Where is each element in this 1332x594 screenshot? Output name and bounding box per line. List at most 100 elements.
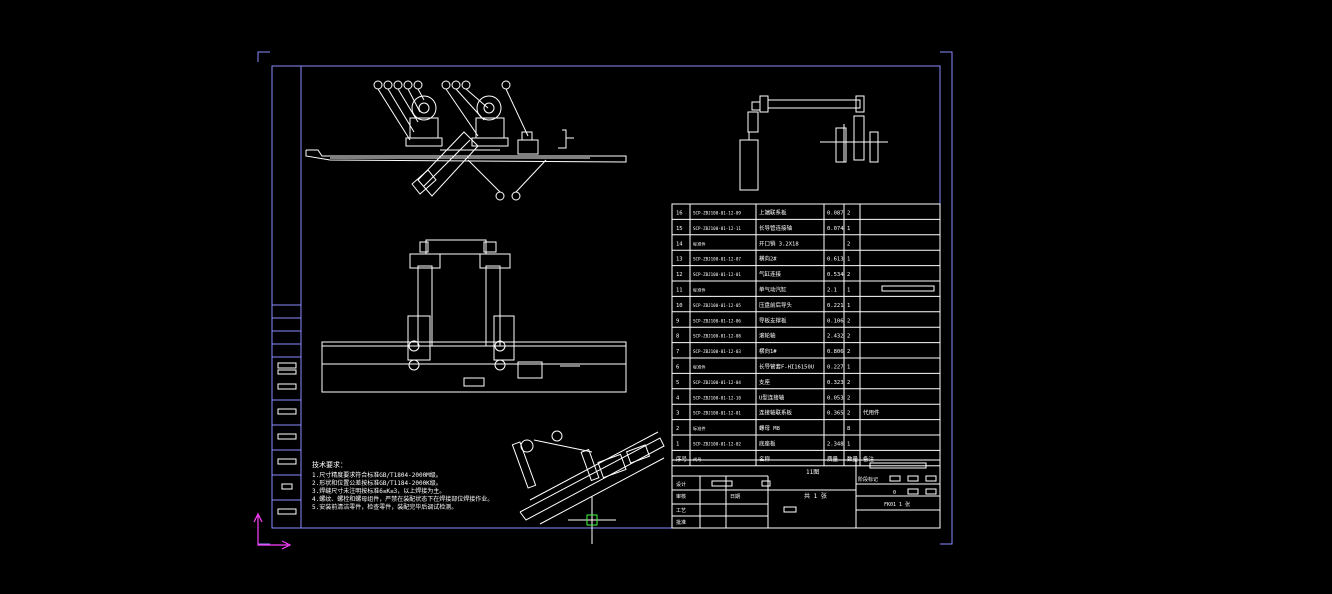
- title-date: 日期: [730, 494, 740, 500]
- bom-cell-no: 14: [676, 241, 683, 247]
- side-view-drawing: [739, 95, 888, 191]
- bom-cell-qty: 0.806: [827, 349, 844, 355]
- bom-cell-name: U型连接轴: [759, 393, 785, 401]
- bom-cell-no: 9: [676, 318, 679, 324]
- title-part-name: 11图: [806, 469, 819, 476]
- bom-cell-name: 螺母 M8: [759, 424, 780, 432]
- notes-line-1: 1.尺寸精度要求符合标准GB/T1804-2000M级。: [312, 471, 442, 479]
- bom-cell-no: 5: [676, 380, 679, 386]
- bom-cell-qty: 2.432: [827, 334, 844, 340]
- bom-cell-name: 导板支撑板: [759, 316, 787, 324]
- bom-cell-qty: 0.074: [827, 226, 844, 232]
- bom-cell-code: 标准件: [693, 425, 706, 432]
- bom-cell-name: 支座: [759, 378, 771, 386]
- bom-header-note: 备注: [863, 455, 875, 463]
- bom-cell-name: 连接轴联系板: [759, 409, 793, 417]
- technical-notes: 技术要求： 1.尺寸精度要求符合标准GB/T1804-2000M级。 2.形状和…: [312, 460, 493, 511]
- bom-cell-qty: 0.087: [827, 210, 844, 216]
- notes-heading: 技术要求：: [312, 460, 347, 469]
- bom-cell-mat: 8: [847, 426, 850, 432]
- bom-cell-code: SCP-ZBJ100-01-12-03: [693, 349, 741, 354]
- bom-cell-mat: 2: [847, 411, 850, 417]
- crosshair-cursor: [568, 496, 616, 544]
- bom-cell-mat: 2: [847, 272, 850, 278]
- bom-cell-code: SCP-ZBJ100-01-12-02: [693, 441, 741, 446]
- bom-header-qty: 质量: [827, 455, 839, 463]
- bom-header-mat: 数量: [847, 455, 859, 463]
- part-balloons-top: [373, 80, 547, 201]
- bom-cell-mat: 2: [847, 210, 850, 216]
- bom-cell-code: SCP-ZBJ100-01-12-01: [693, 272, 741, 277]
- bom-cell-name: 开口销 3.2X18: [759, 239, 799, 247]
- bom-cell-no: 3: [676, 411, 679, 417]
- bom-cell-name: 压盘前后导头: [759, 301, 793, 309]
- bom-cell-code: SCP-ZBJ100-01-12-05: [693, 303, 741, 308]
- bom-cell-mat: 1: [847, 257, 850, 263]
- bom-cell-qty: 0.053: [827, 395, 844, 401]
- bom-cell-mat: 1: [847, 226, 850, 232]
- bom-cell-name: 单气动汽缸: [759, 285, 787, 293]
- bom-cell-mat: 2: [847, 241, 850, 247]
- title-designer: 设计: [676, 481, 686, 488]
- isometric-view-drawing: [511, 430, 665, 525]
- bom-cell-no: 12: [676, 272, 683, 278]
- bom-cell-qty: 0.534: [827, 272, 844, 278]
- bom-cell-qty: 0.613: [827, 257, 844, 263]
- bom-cell-no: 16: [676, 210, 683, 216]
- bom-cell-name: 长导管套F-HI16150U: [759, 362, 814, 370]
- title-stage-label: 阶段标记: [858, 476, 878, 483]
- title-sheet-label: 共 1 张: [804, 492, 827, 500]
- bom-cell-mat: 2: [847, 349, 850, 355]
- bom-header-code: 代号: [693, 456, 701, 463]
- bom-cell-qty: 0.221: [827, 303, 844, 309]
- bom-cell-no: 6: [676, 364, 679, 370]
- bom-cell-code: SCP-ZBJ100-01-12-06: [693, 318, 741, 323]
- bom-cell-code: SCP-ZBJ100-01-12-08: [693, 334, 741, 339]
- bom-cell-name: 上端联系板: [759, 208, 787, 216]
- bom-cell-qty: 0.323: [827, 380, 844, 386]
- bom-cell-name: 长导管连接轴: [759, 224, 793, 232]
- notes-line-4: 4.螺纹、螺栓和螺母组件，严禁在装配状态下在焊接部位焊接作业。: [312, 495, 493, 503]
- title-scale-value: 0: [893, 490, 896, 496]
- bom-cell-code: SCP-ZBJ100-01-12-10: [693, 395, 741, 400]
- bom-cell-qty: 0.106: [827, 318, 844, 324]
- bom-cell-no: 2: [676, 426, 679, 432]
- bom-cell-qty: 0.227: [827, 364, 844, 370]
- title-block: 11图 阶段标记 0 共 1 张 设计 审核 工艺 批准 日期 FK01 1 张: [671, 459, 941, 529]
- title-drawing-no: FK01 1 张: [884, 501, 910, 508]
- bom-header-no: 序号: [676, 455, 688, 463]
- bom-cell-qty: 0.365: [827, 411, 844, 417]
- bom-cell-qty: 2.1: [827, 287, 837, 293]
- bom-cell-code: SCP-ZBJ100-01-12-01: [693, 411, 741, 416]
- sheet-frame: [257, 51, 953, 545]
- bom-cell-name: 横向1#: [759, 347, 777, 355]
- bom-cell-name: 横向2#: [759, 255, 777, 263]
- bom-cell-mat: 1: [847, 303, 850, 309]
- bom-cell-code: 标准件: [693, 363, 706, 370]
- bom-cell-name: 滚轮轴: [759, 332, 776, 340]
- bom-cell-no: 1: [676, 441, 679, 447]
- bom-header-name: 名称: [759, 455, 771, 463]
- top-view-drawing: [305, 80, 627, 201]
- title-checker: 审核: [676, 493, 686, 500]
- bom-cell-mat: 1: [847, 441, 850, 447]
- bom-cell-mat: 1: [847, 287, 850, 293]
- title-process: 工艺: [676, 508, 686, 514]
- left-margin-strip: [272, 304, 301, 515]
- bom-cell-mat: 1: [847, 364, 850, 370]
- bom-cell-no: 8: [676, 334, 679, 340]
- notes-line-2: 2.形状和位置公差按标准GB/T1184-2000K级。: [312, 479, 442, 487]
- bom-cell-code: 标准件: [693, 286, 706, 293]
- bom-cell-name: 气缸连接: [759, 270, 782, 278]
- bom-cell-mat: 2: [847, 334, 850, 340]
- title-approve: 批准: [676, 519, 686, 526]
- ucs-axis-icon: [253, 512, 292, 550]
- bom-cell-code: SCP-ZBJ100-01-12-04: [693, 380, 741, 385]
- bom-cell-no: 7: [676, 349, 679, 355]
- bom-cell-no: 13: [676, 257, 683, 263]
- notes-line-5: 5.安装前清洁零件，检查零件，装配完毕后调试检测。: [312, 503, 457, 511]
- bom-cell-mat: 2: [847, 395, 850, 401]
